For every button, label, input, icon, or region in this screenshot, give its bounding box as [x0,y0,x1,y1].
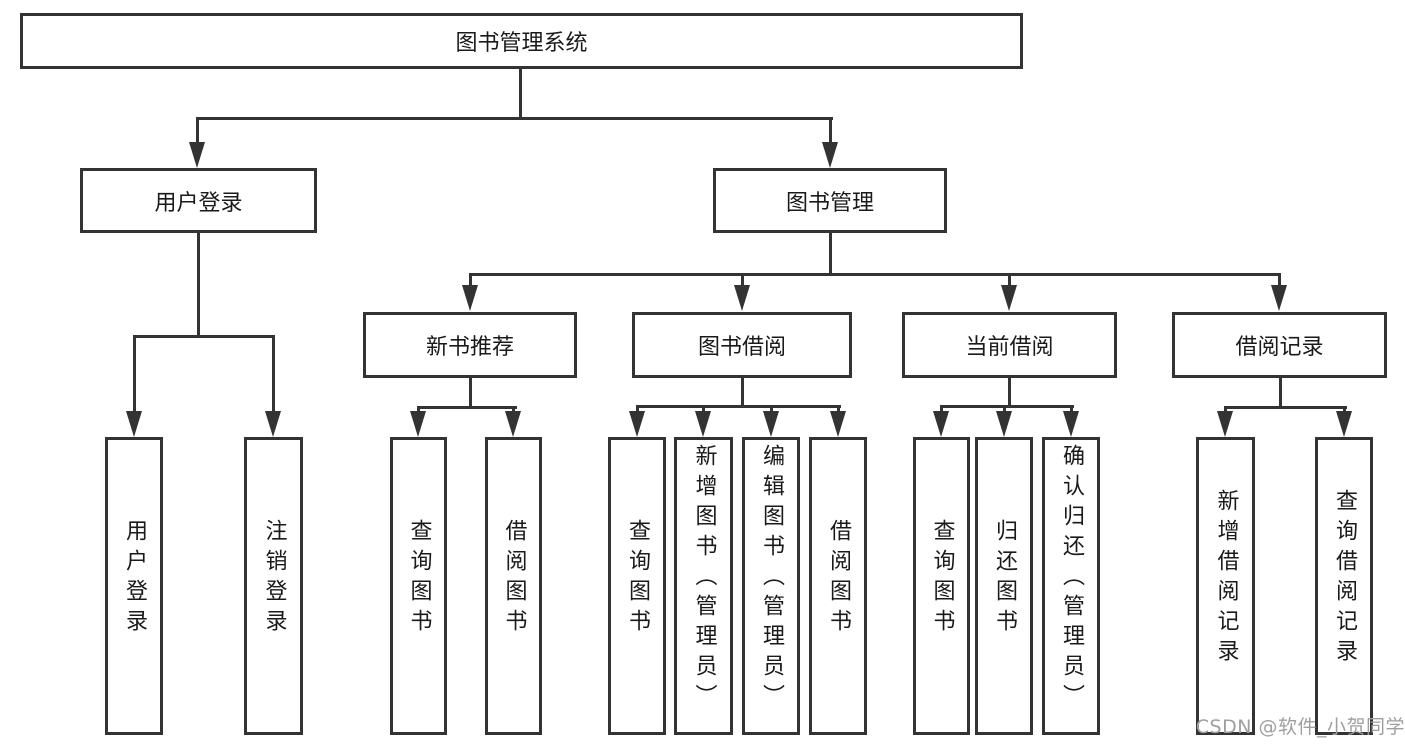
leaf-edit-books-admin: 编辑图书（管理员） [742,437,800,735]
arrow-down-icon [822,142,838,168]
connector-leaf-stem [512,406,515,414]
leaf-label: 注销登录 [261,519,287,639]
connector-root-split [196,117,833,120]
arrow-down-icon [629,411,645,437]
leaf-query-borrow-record: 查询借阅记录 [1315,437,1373,735]
connector-borrow-records-down [1279,378,1282,409]
connector-leaf-stem [1224,406,1227,414]
arrow-down-icon [695,411,711,437]
connector-leaf-stem [272,335,275,414]
connector-leaf-stem [417,406,420,414]
connector-user-login-down [197,233,200,338]
arrow-down-icon [734,285,750,311]
leaf-user-login: 用户登录 [105,437,163,735]
node-book-borrowing: 图书借阅 [632,312,852,378]
connector-book-mgmt-stem [829,117,832,144]
leaf-add-books-admin: 新增图书（管理员） [674,437,733,735]
connector-current-borrow-stem [1008,273,1011,287]
arrow-down-icon [1001,285,1017,311]
leaf-label: 查询图书 [406,519,432,639]
connector-leaf-stem [636,405,639,414]
connector-leaf-stem [940,405,943,414]
leaf-label: 编辑图书（管理员） [759,444,784,714]
node-borrowing-records: 借阅记录 [1172,312,1387,378]
csdn-watermark: CSDN @软件_小贺同学 [1195,716,1405,738]
connector-level3-split [469,273,1281,276]
leaf-borrow-books-recommend: 借阅图书 [485,437,542,735]
node-label: 图书借阅 [697,335,786,360]
connector-current-borrow-down [1008,378,1011,408]
node-label: 借阅记录 [1235,335,1324,360]
connector-leaf-stem [837,405,840,414]
leaf-label: 确认归还（管理员） [1059,444,1084,714]
leaf-logout: 注销登录 [244,437,303,735]
arrow-down-icon [933,411,949,437]
node-book-management: 图书管理 [713,168,947,233]
connector-leaf-stem [1070,405,1073,414]
leaf-label: 新增借阅记录 [1213,489,1239,669]
arrow-down-icon [505,411,521,437]
arrow-down-icon [996,411,1012,437]
arrow-down-icon [1217,411,1233,437]
leaf-label: 借阅图书 [826,519,851,639]
leaf-query-books-borrow: 查询图书 [608,437,666,735]
connector-user-login-split [133,335,275,338]
connector-borrow-records-split [1224,406,1347,409]
connector-root-stem [519,69,522,120]
arrow-down-icon [410,411,426,437]
arrow-down-icon [1063,411,1079,437]
node-new-book-recommendation: 新书推荐 [363,312,577,378]
connector-book-borrow-split [636,405,841,408]
leaf-query-books-current: 查询图书 [913,437,970,735]
leaf-confirm-return-admin: 确认归还（管理员） [1042,437,1100,735]
connector-book-mgmt-down [829,233,832,276]
node-label: 新书推荐 [425,335,514,360]
leaf-query-books-recommend: 查询图书 [390,437,447,735]
leaf-return-books: 归还图书 [975,437,1033,735]
node-label: 图书管理 [785,190,874,216]
connector-book-borrow-stem [741,273,744,287]
leaf-add-borrow-record: 新增借阅记录 [1196,437,1255,735]
arrow-down-icon [462,285,478,311]
leaf-label: 借阅图书 [501,519,527,639]
leaf-label: 归还图书 [992,519,1017,639]
connector-new-book-down [469,378,472,409]
arrow-down-icon [265,411,281,437]
connector-leaf-stem [770,405,773,414]
connector-leaf-stem [702,405,705,414]
connector-new-book-split [417,406,517,409]
connector-book-borrow-down [741,378,744,408]
arrow-down-icon [763,411,779,437]
leaf-borrow-books: 借阅图书 [809,437,867,735]
connector-user-login-stem [196,117,199,144]
leaf-label: 查询借阅记录 [1332,489,1357,669]
node-current-borrowing: 当前借阅 [902,312,1117,378]
leaf-label: 查询图书 [625,519,650,639]
node-library-management-system: 图书管理系统 [20,13,1023,69]
connector-leaf-stem [1343,406,1346,414]
node-label: 当前借阅 [965,335,1054,360]
arrow-down-icon [830,411,846,437]
node-user-login: 用户登录 [80,168,317,233]
connector-new-book-stem [469,273,472,287]
arrow-down-icon [189,142,205,168]
node-label: 用户登录 [154,190,243,216]
node-label: 图书管理系统 [455,31,588,56]
connector-borrow-records-stem [1278,273,1281,287]
connector-current-borrow-split [940,405,1074,408]
leaf-label: 新增图书（管理员） [691,444,717,714]
connector-leaf-stem [1003,405,1006,414]
connector-leaf-stem [133,335,136,414]
leaf-label: 用户登录 [122,519,147,639]
arrow-down-icon [126,411,142,437]
leaf-label: 查询图书 [929,519,955,639]
arrow-down-icon [1271,285,1287,311]
arrow-down-icon [1336,411,1352,437]
